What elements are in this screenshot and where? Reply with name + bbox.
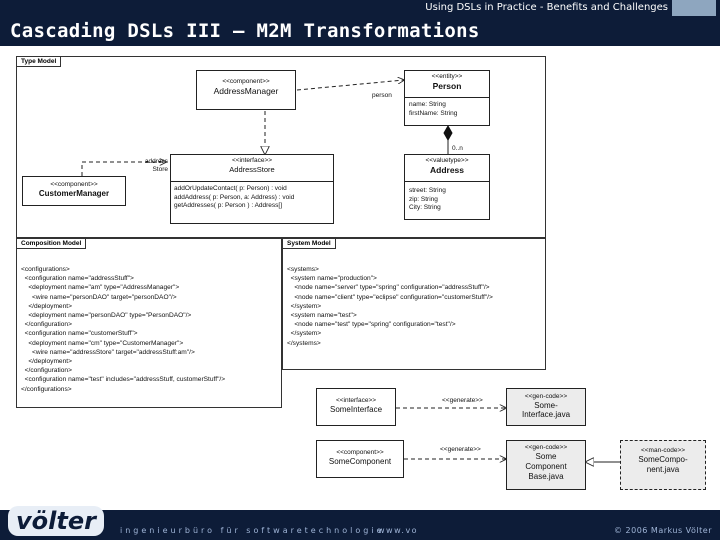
- footer-bar: [0, 510, 720, 540]
- label-address-store: address Store: [142, 158, 168, 174]
- system-code-line: </system>: [287, 330, 322, 338]
- composition-code-line: <deployment name="personDAO" type="Perso…: [21, 312, 192, 320]
- company-logo-text: völter: [16, 507, 96, 535]
- header-bar: Using DSLs in Practice - Benefits and Ch…: [0, 0, 720, 46]
- composition-code-line: <configuration name="customerStuff">: [21, 330, 138, 338]
- company-logo: [8, 506, 104, 536]
- label-address-store-line: Store: [152, 166, 168, 173]
- system-code-line: <system name="test">: [287, 312, 357, 320]
- address-store-operation: addOrUpdateContact( p: Person) : void: [174, 185, 287, 192]
- connector-address-store: [81, 162, 166, 176]
- system-code-line: <system name="production">: [287, 275, 377, 283]
- gen-component-stereotype: <<gen-code>>: [524, 444, 568, 451]
- address-store-operations: addOrUpdateContact( p: Person) : void ad…: [174, 185, 294, 211]
- system-code-line: <systems>: [287, 266, 319, 273]
- gen-component-name-line: Base.java: [528, 472, 564, 481]
- address-store-box: <<interface>> AddressStore addOrUpdateCo…: [170, 154, 334, 224]
- customer-manager-name: CustomerManager: [38, 189, 110, 198]
- footer-tagline: ingenieurbüro für softwaretechnologie: [120, 526, 385, 535]
- man-component-stereotype: <<man-code>>: [640, 447, 686, 454]
- address-attr: City: String: [409, 204, 441, 211]
- person-attr: firstName: String: [409, 109, 458, 117]
- system-code-line: <node name="client" type="eclipse" confi…: [287, 293, 493, 301]
- person-stereotype: <<entity>>: [431, 73, 463, 80]
- composition-code-line: </deployment>: [21, 302, 72, 310]
- label-generate-2: <<generate>>: [440, 446, 481, 453]
- gen-interface-name-line: Interface.java: [521, 410, 571, 419]
- person-attributes: name: String firstName: String: [409, 101, 457, 118]
- footer-copyright: © 2006 Markus Völter: [613, 526, 712, 535]
- person-attr: name: String: [409, 101, 446, 108]
- address-store-operation: getAddresses( p: Person ) : Address[]: [174, 202, 283, 209]
- address-store-operation: addAddress( p: Person, a: Address) : voi…: [174, 193, 295, 201]
- composition-code-line: <wire name="addressStore" target="addres…: [21, 348, 195, 356]
- some-interface-stereotype: <<interface>>: [335, 397, 377, 404]
- composition-diamond: [443, 124, 453, 142]
- some-component-stereotype: <<component>>: [336, 449, 384, 456]
- composition-code-line: </configurations>: [21, 385, 72, 393]
- some-interface-name: SomeInterface: [329, 405, 383, 414]
- composition-code-line: </configuration>: [21, 367, 72, 375]
- composition-code-line: <deployment name="am" type="AddressManag…: [21, 284, 180, 292]
- address-manager-box: <<component>> AddressManager: [196, 70, 296, 110]
- person-box: <<entity>> Person name: String firstName…: [404, 70, 490, 126]
- customer-manager-box: <<component>> CustomerManager: [22, 176, 126, 206]
- address-box: <<valuetype>> Address street: String zip…: [404, 154, 490, 220]
- composition-code-line: <configuration name="test" includes="add…: [21, 376, 226, 384]
- label-address-store-line: address: [144, 158, 168, 165]
- gen-interface-name-line: Some-: [534, 401, 558, 410]
- system-model-tab: System Model: [283, 239, 336, 249]
- system-code-line: </system>: [287, 302, 322, 310]
- footer-website: www.vo: [378, 526, 419, 535]
- label-generate-1: <<generate>>: [442, 397, 483, 404]
- composition-code-line: <configuration name="addressStuff">: [21, 275, 134, 283]
- person-name: Person: [432, 81, 462, 91]
- some-component-box: <<component>> SomeComponent: [316, 440, 404, 478]
- address-store-name: AddressStore: [229, 165, 275, 174]
- address-stereotype: <<valuetype>>: [425, 157, 469, 164]
- some-interface-box: <<interface>> SomeInterface: [316, 388, 396, 426]
- system-code-line: <node name="test" type="spring" configur…: [287, 321, 456, 329]
- system-code-line: <node name="server" type="spring" config…: [287, 284, 490, 292]
- address-attr: street: String: [409, 187, 446, 194]
- composition-code-line: <configurations>: [21, 266, 70, 273]
- composition-code-line: <wire name="personDAO" target="personDAO…: [21, 293, 177, 301]
- composition-model-code: <configurations> <configuration name="ad…: [21, 265, 279, 394]
- connector-person: [296, 80, 404, 91]
- address-manager-name: AddressManager: [213, 86, 279, 96]
- gen-component-name-line: Component: [525, 462, 567, 471]
- gen-interface-box: <<gen-code>> Some- Interface.java: [506, 388, 586, 426]
- man-component-name-line: SomeCompo-: [638, 455, 688, 464]
- composition-model-frame: Composition Model <configurations> <conf…: [16, 238, 282, 408]
- address-name: Address: [429, 165, 464, 175]
- type-model-tab: Type Model: [17, 57, 62, 67]
- address-store-stereotype: <<interface>>: [231, 157, 273, 164]
- label-person: person: [372, 92, 392, 99]
- label-multiplicity: 0..n: [452, 145, 463, 152]
- gen-component-name-line: Some: [535, 452, 557, 461]
- composition-model-tab: Composition Model: [17, 239, 87, 249]
- slide-title: Cascading DSLs III – M2M Transformations: [10, 20, 480, 42]
- slide-subtitle: Using DSLs in Practice - Benefits and Ch…: [425, 2, 668, 13]
- gen-interface-stereotype: <<gen-code>>: [524, 393, 568, 400]
- composition-code-line: <deployment name="cm" type="CustomerMana…: [21, 339, 184, 347]
- gen-component-box: <<gen-code>> Some Component Base.java: [506, 440, 586, 490]
- address-attr: zip: String: [409, 195, 438, 203]
- composition-code-line: </configuration>: [21, 321, 72, 329]
- man-component-name-line: nent.java: [646, 465, 680, 474]
- address-attributes: street: String zip: String City: String: [409, 187, 446, 213]
- customer-manager-stereotype: <<component>>: [50, 181, 98, 188]
- address-manager-stereotype: <<component>>: [222, 78, 270, 85]
- system-code-line: </systems>: [287, 339, 321, 347]
- some-component-name: SomeComponent: [328, 457, 392, 466]
- header-decoration: [672, 0, 716, 16]
- system-model-frame: System Model <systems> <system name="pro…: [282, 238, 546, 370]
- man-component-box: <<man-code>> SomeCompo- nent.java: [620, 440, 706, 490]
- system-model-code: <systems> <system name="production"> <no…: [287, 265, 543, 348]
- composition-code-line: </deployment>: [21, 358, 72, 366]
